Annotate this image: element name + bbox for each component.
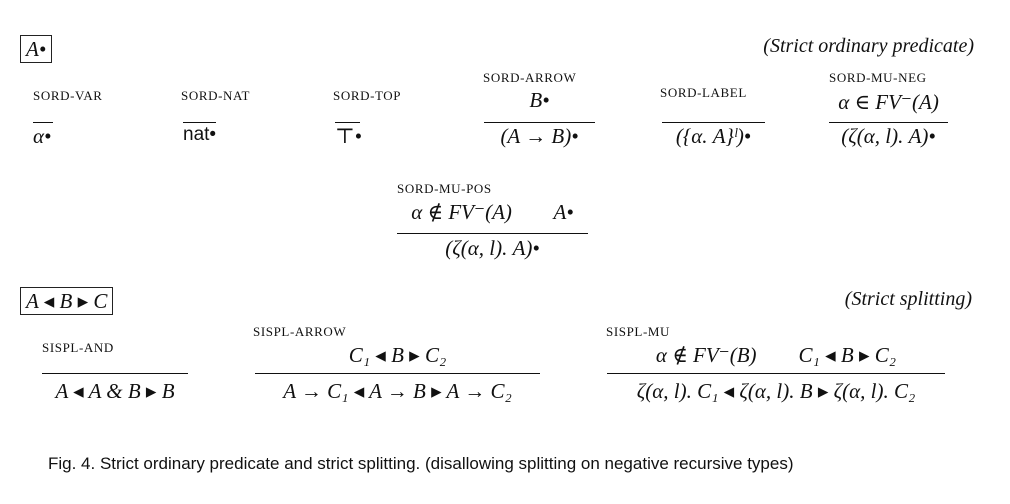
rule-conclusion: ζ(α, l). C₁ ◂ ζ(α, l). B ▸ ζ(α, l). C₂	[636, 379, 916, 403]
rule-name: SISPL-MU	[606, 324, 671, 339]
rule-name: SORD-LABEL	[660, 85, 747, 100]
judgment-box-ordinary: A•	[20, 35, 53, 63]
inference-line	[33, 122, 53, 123]
rule-conclusion: A → C₁ ◂ A → B ▸ A → C₂	[283, 379, 512, 403]
rule-sispl-and: SISPL-AND A ◂ A & B ▸ B	[42, 330, 188, 420]
inference-line	[397, 233, 588, 234]
rule-premise: α ∉ FV⁻(B) C₁ ◂ B ▸ C₂	[655, 343, 897, 367]
rule-premise: B•	[529, 88, 550, 112]
rule-name: SORD-MU-NEG	[829, 70, 927, 85]
section-title-splitting: (Strict splitting)	[844, 288, 972, 310]
rule-conclusion: ({α. A}ˡ)•	[675, 124, 752, 148]
figure-caption: Fig. 4. Strict ordinary predicate and st…	[48, 454, 794, 473]
rule-conclusion: (ζ(α, l). A)•	[445, 236, 540, 260]
inference-line	[662, 122, 765, 123]
rule-sord-top: SORD-TOP ⊤•	[333, 80, 401, 160]
rule-sord-label: SORD-LABEL ({α. A}ˡ)•	[660, 80, 765, 160]
inference-line	[607, 373, 945, 374]
section-title-ordinary: (Strict ordinary predicate)	[763, 35, 974, 57]
inference-line	[829, 122, 948, 123]
rule-conclusion: ⊤•	[335, 124, 363, 148]
rule-premise: α ∈ FV⁻(A)	[838, 90, 939, 114]
rule-sispl-arrow: SISPL-ARROW C₁ ◂ B ▸ C₂ A → C₁ ◂ A → B ▸…	[253, 324, 540, 420]
inference-line	[255, 373, 540, 374]
rule-sispl-mu: SISPL-MU α ∉ FV⁻(B) C₁ ◂ B ▸ C₂ ζ(α, l).…	[606, 324, 945, 420]
inference-line	[484, 122, 595, 123]
rule-name: SISPL-ARROW	[253, 324, 347, 339]
inference-line	[42, 373, 188, 374]
rule-name: SORD-VAR	[33, 88, 103, 103]
judgment-box-splitting: A ◂ B ▸ C	[20, 287, 114, 315]
rule-premise: C₁ ◂ B ▸ C₂	[348, 343, 447, 367]
inference-line	[183, 122, 216, 123]
rule-sord-mu-neg: SORD-MU-NEG α ∈ FV⁻(A) (ζ(α, l). A)•	[829, 70, 948, 160]
rule-sord-arrow: SORD-ARROW B• (A → B)•	[483, 70, 595, 160]
rule-sord-mu-pos: SORD-MU-POS α ∉ FV⁻(A) A• (ζ(α, l). A)•	[397, 181, 588, 271]
rule-name: SORD-TOP	[333, 88, 402, 103]
rule-sord-nat: SORD-NAT nat•	[181, 80, 249, 160]
rule-name: SORD-NAT	[181, 88, 251, 103]
rule-name: SISPL-AND	[42, 340, 114, 355]
rule-conclusion: (A → B)•	[500, 124, 579, 148]
rule-premise: α ∉ FV⁻(A) A•	[411, 200, 574, 224]
rule-conclusion: (ζ(α, l). A)•	[841, 124, 936, 148]
rule-conclusion: A ◂ A & B ▸ B	[55, 379, 175, 403]
rule-name: SORD-MU-POS	[397, 181, 492, 196]
inference-line	[335, 122, 360, 123]
rule-conclusion: α•	[33, 124, 52, 148]
rule-name: SORD-ARROW	[483, 70, 577, 85]
rule-conclusion: nat•	[183, 124, 217, 145]
rule-sord-var: SORD-VAR α•	[33, 80, 102, 160]
